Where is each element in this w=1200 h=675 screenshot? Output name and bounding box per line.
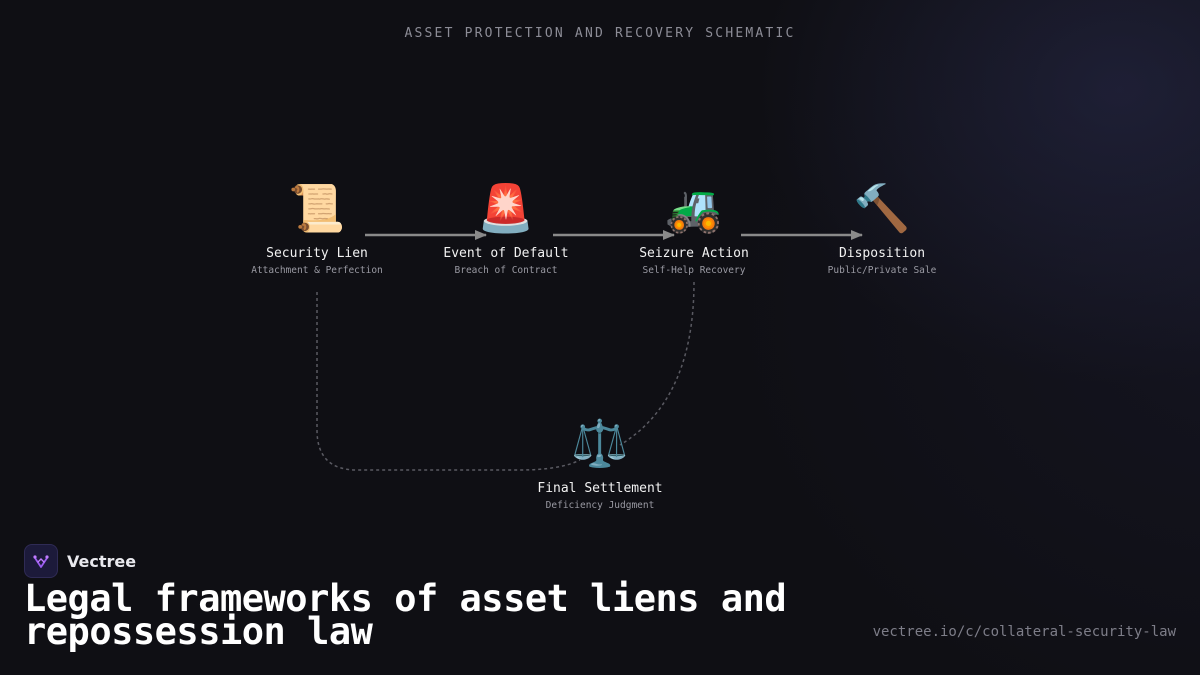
siren-icon: 🚨 [477, 181, 535, 235]
node-label: Final Settlement [537, 481, 663, 496]
node-final-settlement: ⚖️ Final Settlement Deficiency Judgment [490, 415, 710, 511]
brand[interactable]: Vectree [24, 544, 136, 578]
node-event-of-default: 🚨 Event of Default Breach of Contract [396, 180, 616, 276]
brand-name: Vectree [67, 551, 137, 571]
scroll-icon: 📜 [288, 181, 346, 235]
node-label: Event of Default [443, 246, 569, 261]
node-sublabel: Self-Help Recovery [642, 265, 746, 276]
node-label: Seizure Action [639, 246, 749, 261]
node-sublabel: Attachment & Perfection [251, 265, 383, 276]
node-security-lien: 📜 Security Lien Attachment & Perfection [207, 180, 427, 276]
schematic-title: ASSET PROTECTION AND RECOVERY SCHEMATIC [404, 26, 796, 41]
node-seizure-action: 🚜 Seizure Action Self-Help Recovery [584, 180, 804, 276]
node-sublabel: Breach of Contract [454, 265, 558, 276]
node-sublabel: Deficiency Judgment [545, 500, 655, 511]
headline: Legal frameworks of asset liens and repo… [24, 577, 787, 653]
dashed-link-seizure-to-settlement [619, 281, 695, 446]
node-sublabel: Public/Private Sale [827, 265, 937, 276]
dashed-link-lien-to-settlement [316, 292, 581, 471]
page-url-link[interactable]: vectree.io/c/collateral-security-law [872, 624, 1176, 640]
node-disposition: 🔨 Disposition Public/Private Sale [772, 180, 992, 276]
hammer-icon: 🔨 [853, 181, 911, 235]
scales-icon: ⚖️ [571, 416, 629, 470]
tractor-icon: 🚜 [665, 181, 723, 235]
vectree-logo-icon [24, 544, 58, 578]
node-label: Security Lien [266, 246, 368, 261]
node-label: Disposition [838, 246, 926, 261]
